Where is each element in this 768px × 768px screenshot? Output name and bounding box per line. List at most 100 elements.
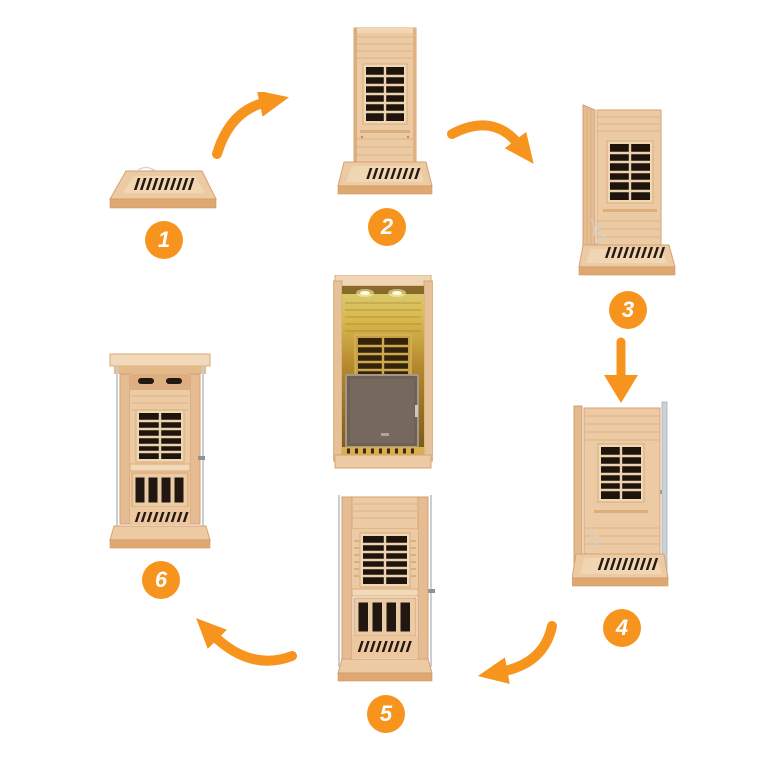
back-wall-drawing: [337, 27, 433, 195]
step-3-badge: 3: [609, 291, 647, 329]
door-handle: [415, 405, 418, 417]
wires: [587, 521, 603, 552]
door-handle: [198, 456, 205, 460]
bench-front-drawing: [337, 495, 435, 682]
step-3-illustration: [577, 101, 679, 283]
door-rail-right: [202, 366, 204, 530]
base-front-edge: [337, 185, 433, 195]
door-rail-right: [430, 495, 432, 667]
heater-panel: [606, 140, 654, 204]
step-4-badge: 4: [603, 609, 641, 647]
heater-panel: [135, 409, 185, 463]
base-top: [109, 525, 211, 541]
plank-lines: [598, 116, 660, 238]
roof-cap: [109, 353, 211, 367]
heater-panel: [362, 63, 408, 125]
base-vent-slats: [604, 247, 666, 258]
ceiling-light: [360, 291, 370, 295]
base-front-edge: [337, 672, 433, 682]
wires: [590, 218, 606, 249]
glass-door: [345, 374, 419, 448]
base-inset: [586, 249, 667, 263]
door-logo: [381, 433, 389, 436]
base-front-edge: [578, 266, 676, 276]
roof-fascia: [114, 366, 206, 374]
roof-installed-drawing: [109, 353, 211, 549]
trim-strip: [603, 209, 657, 212]
trim-strip: [594, 510, 648, 513]
step-2-number: 2: [380, 214, 394, 239]
step-1-number: 1: [157, 227, 171, 252]
base-front-edge: [109, 198, 217, 209]
wall-cap: [354, 28, 416, 33]
arrow-5-to-6-icon: [188, 602, 300, 674]
step-2-illustration: [336, 26, 434, 202]
step-1-illustration: [106, 162, 220, 220]
plank-lines: [357, 36, 413, 156]
trim-strip: [360, 130, 410, 133]
step-5-illustration: [334, 491, 436, 691]
heater-panel: [359, 532, 411, 588]
assembled-sauna-illustration: [333, 275, 433, 473]
ceiling-vent: [166, 378, 182, 384]
step-1-badge: 1: [145, 221, 183, 259]
arrow-3-to-4-icon: [600, 335, 644, 407]
step-6-badge: 6: [142, 561, 180, 599]
floor-base-drawing: [109, 166, 217, 209]
door-post-metal: [661, 401, 668, 573]
glowing-floor: [342, 447, 424, 455]
step-5-number: 5: [379, 701, 393, 726]
plank-lines: [353, 503, 417, 519]
floor-area: [130, 507, 190, 525]
arrow-2-to-3-icon: [442, 108, 552, 188]
bench-top: [129, 463, 191, 472]
floor-vent-slats: [347, 448, 414, 454]
floor-vent-slats: [134, 512, 189, 522]
front-post-left: [341, 496, 353, 664]
door-rail-left: [116, 366, 118, 530]
side-panel-drawing: [578, 104, 676, 276]
base-front-edge: [572, 577, 669, 587]
front-post-right: [189, 373, 201, 525]
base: [334, 454, 432, 469]
step-4-number: 4: [615, 615, 629, 640]
ceiling-vent: [138, 378, 154, 384]
frame-right: [423, 280, 433, 462]
screw: [360, 135, 364, 139]
bench-top: [351, 588, 419, 597]
door-rail-left: [338, 495, 340, 667]
roof-cap: [334, 275, 432, 287]
floor-vent-slats: [357, 641, 412, 652]
base-top: [337, 658, 433, 674]
step-5-badge: 5: [367, 695, 405, 733]
base-front-edge: [109, 539, 211, 549]
frame-left: [333, 280, 343, 462]
heater-panel: [597, 443, 645, 503]
front-post-right: [417, 496, 429, 664]
side-louvers: [354, 540, 416, 577]
side-grain: [586, 108, 592, 251]
arrow-1-to-2-icon: [205, 92, 305, 167]
step-4-illustration: [572, 400, 672, 592]
plank-lines: [585, 415, 659, 545]
base-vent-slats: [133, 178, 195, 190]
step-2-badge: 2: [368, 208, 406, 246]
step-3-number: 3: [621, 297, 635, 322]
ceiling: [342, 286, 424, 294]
arrow-4-to-5-icon: [452, 612, 564, 690]
both-sides-drawing: [572, 401, 669, 587]
wall-edge-left: [354, 28, 357, 162]
screw: [406, 135, 410, 139]
bench-front-panel: [353, 597, 417, 637]
wall-edge-right: [413, 28, 416, 162]
header-planks: [351, 496, 419, 530]
base-vent-slats: [366, 168, 421, 179]
door-handle: [428, 589, 435, 593]
front-post-left: [119, 373, 131, 525]
step-6-number: 6: [154, 567, 168, 592]
interior-planks: [345, 302, 421, 332]
step-6-illustration: [108, 352, 212, 556]
base-vent-slats: [597, 558, 659, 570]
side-panel: [582, 104, 596, 254]
ceiling-light: [392, 291, 402, 295]
